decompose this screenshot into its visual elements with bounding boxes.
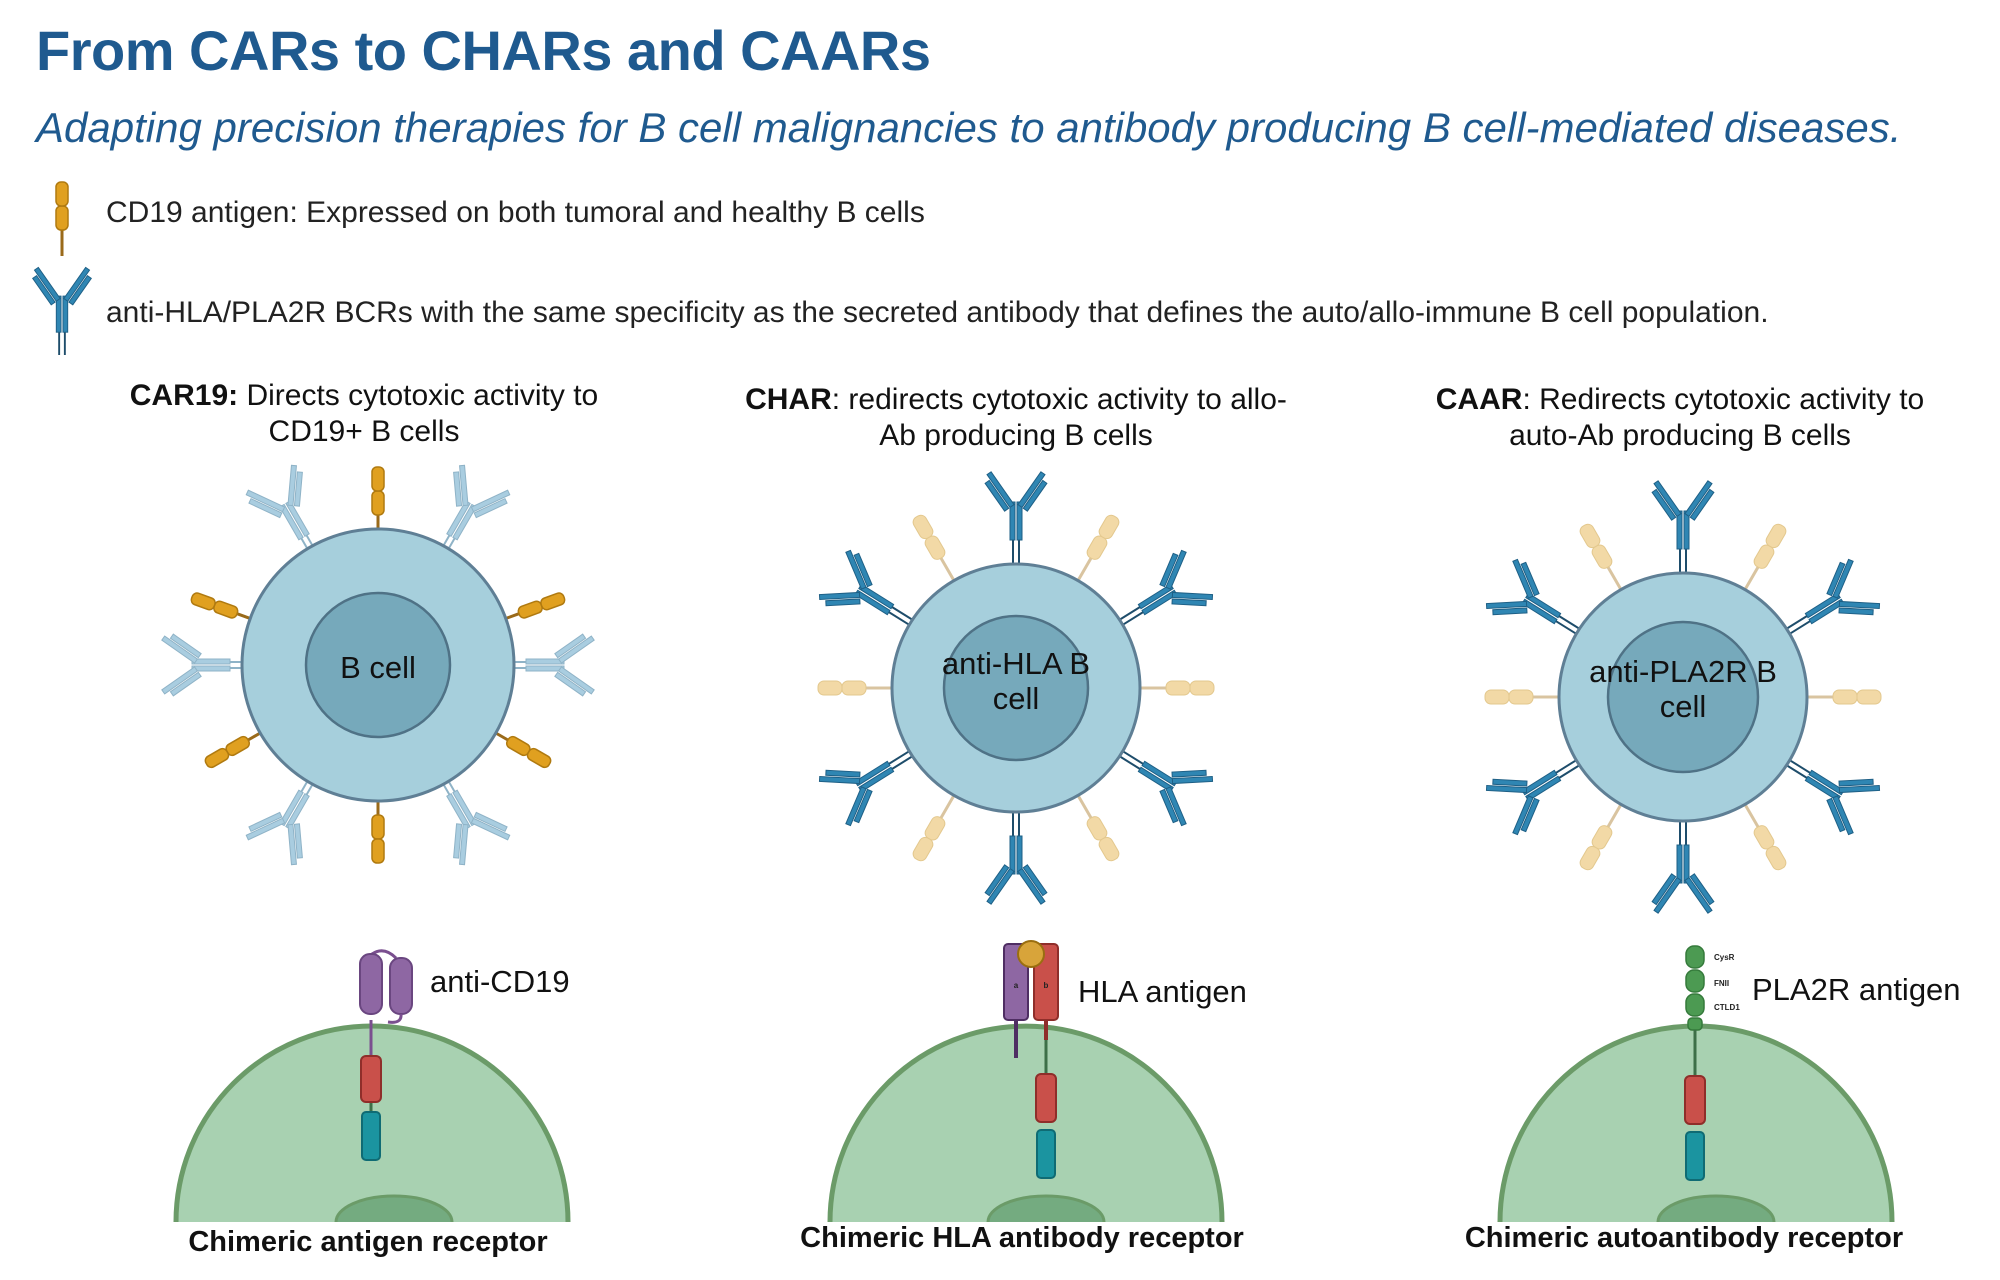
char-cell-label-text: anti-HLA B cell [941,646,1091,716]
char-chain-b-label: b [1044,981,1049,990]
caar-heading-text: : Redirects cytotoxic activity to auto-A… [1509,383,1925,452]
car19-heading: CAR19: Directs cytotoxic activity to CD1… [84,378,644,450]
char-cell-label: anti-HLA B cell [916,646,1116,716]
car19-heading-text: Directs cytotoxic activity to CD19+ B ce… [238,379,599,448]
legend-cd19-text: CD19 antigen: Expressed on both tumoral … [106,196,925,229]
legend-bcr-icon [28,266,96,356]
caar-cell-label: anti-PLA2R B cell [1583,654,1783,724]
car19-cell-label: B cell [340,650,416,685]
char-receptor: a b [1003,940,1059,1179]
legend-cd19-icon [54,180,70,258]
char-b-cell [813,470,1219,906]
char-heading-text: : redirects cytotoxic activity to allo-A… [831,383,1287,452]
page-title: From CARs to CHARs and CAARs [36,19,931,82]
char-footer: Chimeric HLA antibody receptor [800,1222,1244,1254]
caar-cell-label-text: anti-PLA2R B cell [1589,654,1777,724]
caar-b-cell [1480,479,1886,915]
page-subtitle: Adapting precision therapies for B cell … [36,104,1902,151]
caar-domain-cysr: CysR [1714,953,1735,962]
char-t-cell [827,1023,1225,1223]
char-receptor-label: HLA antigen [1078,974,1247,1009]
caar-domain-ctld1: CTLD1 [1714,1003,1740,1012]
caar-receptor: CysR FNII CTLD1 [1684,945,1740,1181]
caar-heading: CAAR: Redirects cytotoxic activity to au… [1400,382,1960,454]
legend-bcr-text: anti-HLA/PLA2R BCRs with the same specif… [106,296,1769,329]
char-heading-bold: CHAR [745,383,832,416]
char-chain-a-label: a [1014,981,1019,990]
char-heading: CHAR: redirects cytotoxic activity to al… [736,382,1296,454]
caar-receptor-label: PLA2R antigen [1752,972,1961,1007]
car19-heading-bold: CAR19: [129,379,239,412]
car19-footer: Chimeric antigen receptor [188,1226,548,1258]
car19-receptor [359,949,413,1161]
car19-receptor-label: anti-CD19 [430,964,570,999]
caar-footer: Chimeric autoantibody receptor [1464,1222,1904,1254]
car19-b-cell [160,459,596,871]
caar-domain-fnii: FNII [1714,979,1729,988]
caar-heading-bold: CAAR [1435,383,1523,416]
